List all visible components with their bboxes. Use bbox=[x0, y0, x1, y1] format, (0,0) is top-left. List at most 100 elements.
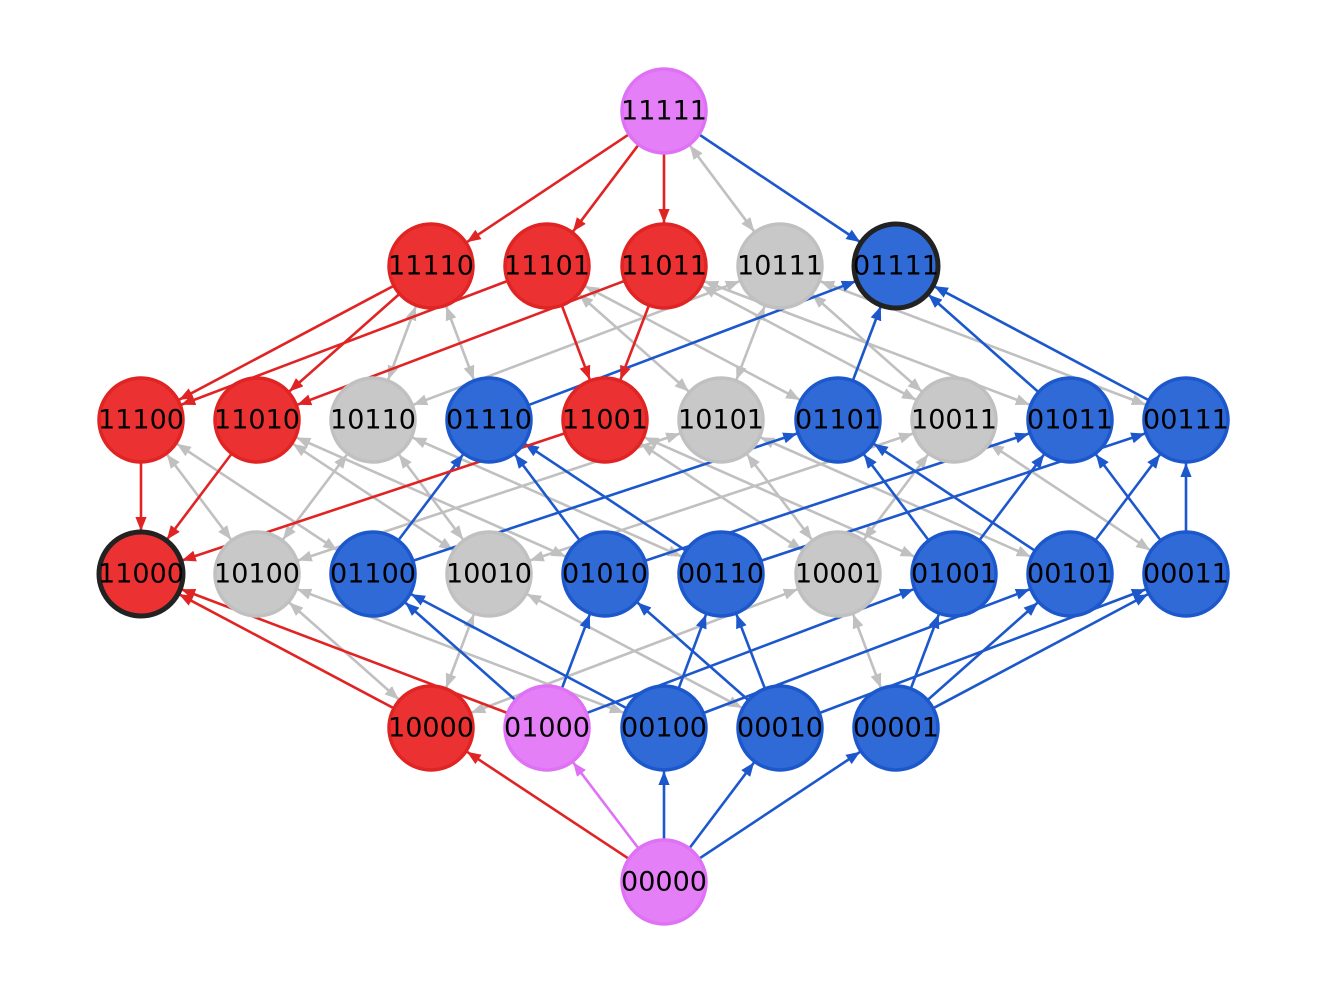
node-circle bbox=[736, 222, 824, 310]
node-circle bbox=[1026, 376, 1114, 464]
node-label: 10000 bbox=[388, 713, 474, 744]
node-00010: 00010 bbox=[736, 684, 824, 772]
edge-11111-01111 bbox=[699, 133, 861, 244]
node-circle bbox=[213, 530, 301, 618]
node-circle bbox=[677, 376, 765, 464]
edge-00110-01110 bbox=[524, 442, 686, 552]
node-label: 10111 bbox=[737, 251, 823, 282]
node-11010: 11010 bbox=[213, 376, 301, 464]
edge-00000-00010 bbox=[688, 761, 756, 849]
node-01100: 01100 bbox=[329, 530, 417, 618]
node-label: 00100 bbox=[621, 713, 707, 744]
node-circle bbox=[503, 222, 591, 310]
edge-00100-01100 bbox=[410, 592, 627, 710]
node-circle bbox=[852, 684, 940, 772]
node-10011: 10011 bbox=[910, 376, 998, 464]
node-10111: 10111 bbox=[736, 222, 824, 310]
node-circle bbox=[329, 530, 417, 618]
node-label: 00010 bbox=[737, 713, 823, 744]
node-circle bbox=[620, 222, 708, 310]
edge-00111-01111 bbox=[933, 285, 1149, 401]
node-label: 10001 bbox=[795, 559, 881, 590]
node-11100: 11100 bbox=[97, 376, 185, 464]
node-01111: 01111 bbox=[851, 221, 941, 311]
node-label: 01010 bbox=[562, 559, 648, 590]
edge-00001-01001 bbox=[909, 613, 941, 689]
node-01001: 01001 bbox=[910, 530, 998, 618]
edge-00000-10000 bbox=[466, 750, 629, 860]
node-circle bbox=[910, 376, 998, 464]
edge-11011-11001 bbox=[619, 305, 650, 381]
node-label: 11101 bbox=[504, 251, 590, 282]
node-label: 00111 bbox=[1143, 405, 1229, 436]
node-circle bbox=[910, 530, 998, 618]
node-label: 10011 bbox=[911, 405, 997, 436]
edge-11101-11001 bbox=[560, 305, 592, 381]
node-circle bbox=[851, 221, 941, 311]
node-circle bbox=[445, 530, 533, 618]
node-label: 01100 bbox=[330, 559, 416, 590]
edge-01000-01100 bbox=[404, 601, 516, 701]
node-label: 11100 bbox=[98, 405, 184, 436]
node-label: 11111 bbox=[621, 96, 707, 127]
edge-01011-01111 bbox=[927, 293, 1039, 393]
edge-11111-11101 bbox=[571, 144, 640, 233]
edge-10110-10100 bbox=[281, 453, 349, 541]
node-label: 01101 bbox=[795, 405, 881, 436]
node-circle bbox=[620, 684, 708, 772]
edge-01001-01011 bbox=[978, 453, 1046, 541]
node-11110: 11110 bbox=[387, 222, 475, 310]
node-label: 01011 bbox=[1027, 405, 1113, 436]
node-01010: 01010 bbox=[561, 530, 649, 618]
node-circle bbox=[561, 530, 649, 618]
edge-00010-00110 bbox=[735, 613, 766, 689]
node-circle bbox=[620, 67, 708, 155]
node-label: 01000 bbox=[504, 713, 590, 744]
node-10100: 10100 bbox=[213, 530, 301, 618]
node-label: 11001 bbox=[562, 405, 648, 436]
node-circle bbox=[794, 376, 882, 464]
node-10000: 10000 bbox=[387, 684, 475, 772]
node-11111: 11111 bbox=[620, 67, 708, 155]
node-11001: 11001 bbox=[561, 376, 649, 464]
node-00000: 00000 bbox=[620, 838, 708, 926]
node-label: 11010 bbox=[214, 405, 300, 436]
node-circle bbox=[329, 376, 417, 464]
node-10001: 10001 bbox=[794, 530, 882, 618]
node-00111: 00111 bbox=[1142, 376, 1230, 464]
node-circle bbox=[387, 222, 475, 310]
edge-11111-11110 bbox=[466, 133, 629, 244]
node-01110: 01110 bbox=[445, 376, 533, 464]
edge-00000-00001 bbox=[699, 750, 861, 860]
node-label: 10010 bbox=[446, 559, 532, 590]
node-00011: 00011 bbox=[1142, 530, 1230, 618]
edge-11110-11100 bbox=[178, 285, 394, 401]
node-00101: 00101 bbox=[1026, 530, 1114, 618]
node-circle bbox=[677, 530, 765, 618]
node-10010: 10010 bbox=[445, 530, 533, 618]
node-01000: 01000 bbox=[503, 684, 591, 772]
node-label: 10101 bbox=[678, 405, 764, 436]
node-01011: 01011 bbox=[1026, 376, 1114, 464]
edge-11010-11000 bbox=[165, 453, 233, 541]
node-circle bbox=[1142, 376, 1230, 464]
edge-01101-01111 bbox=[851, 305, 883, 381]
node-circle bbox=[97, 376, 185, 464]
node-circle bbox=[736, 684, 824, 772]
node-circle bbox=[96, 529, 186, 619]
node-label: 10100 bbox=[214, 559, 300, 590]
node-10110: 10110 bbox=[329, 376, 417, 464]
node-00001: 00001 bbox=[852, 684, 940, 772]
edge-11111-10111 bbox=[688, 144, 756, 233]
node-circle bbox=[445, 376, 533, 464]
edge-01100-01110 bbox=[397, 453, 465, 541]
edge-00011-01011 bbox=[1094, 453, 1162, 541]
node-circle bbox=[794, 530, 882, 618]
node-circle bbox=[1142, 530, 1230, 618]
edge-00000-01000 bbox=[571, 761, 640, 849]
node-circle bbox=[387, 684, 475, 772]
node-label: 00001 bbox=[853, 713, 939, 744]
node-label: 01111 bbox=[853, 251, 939, 282]
